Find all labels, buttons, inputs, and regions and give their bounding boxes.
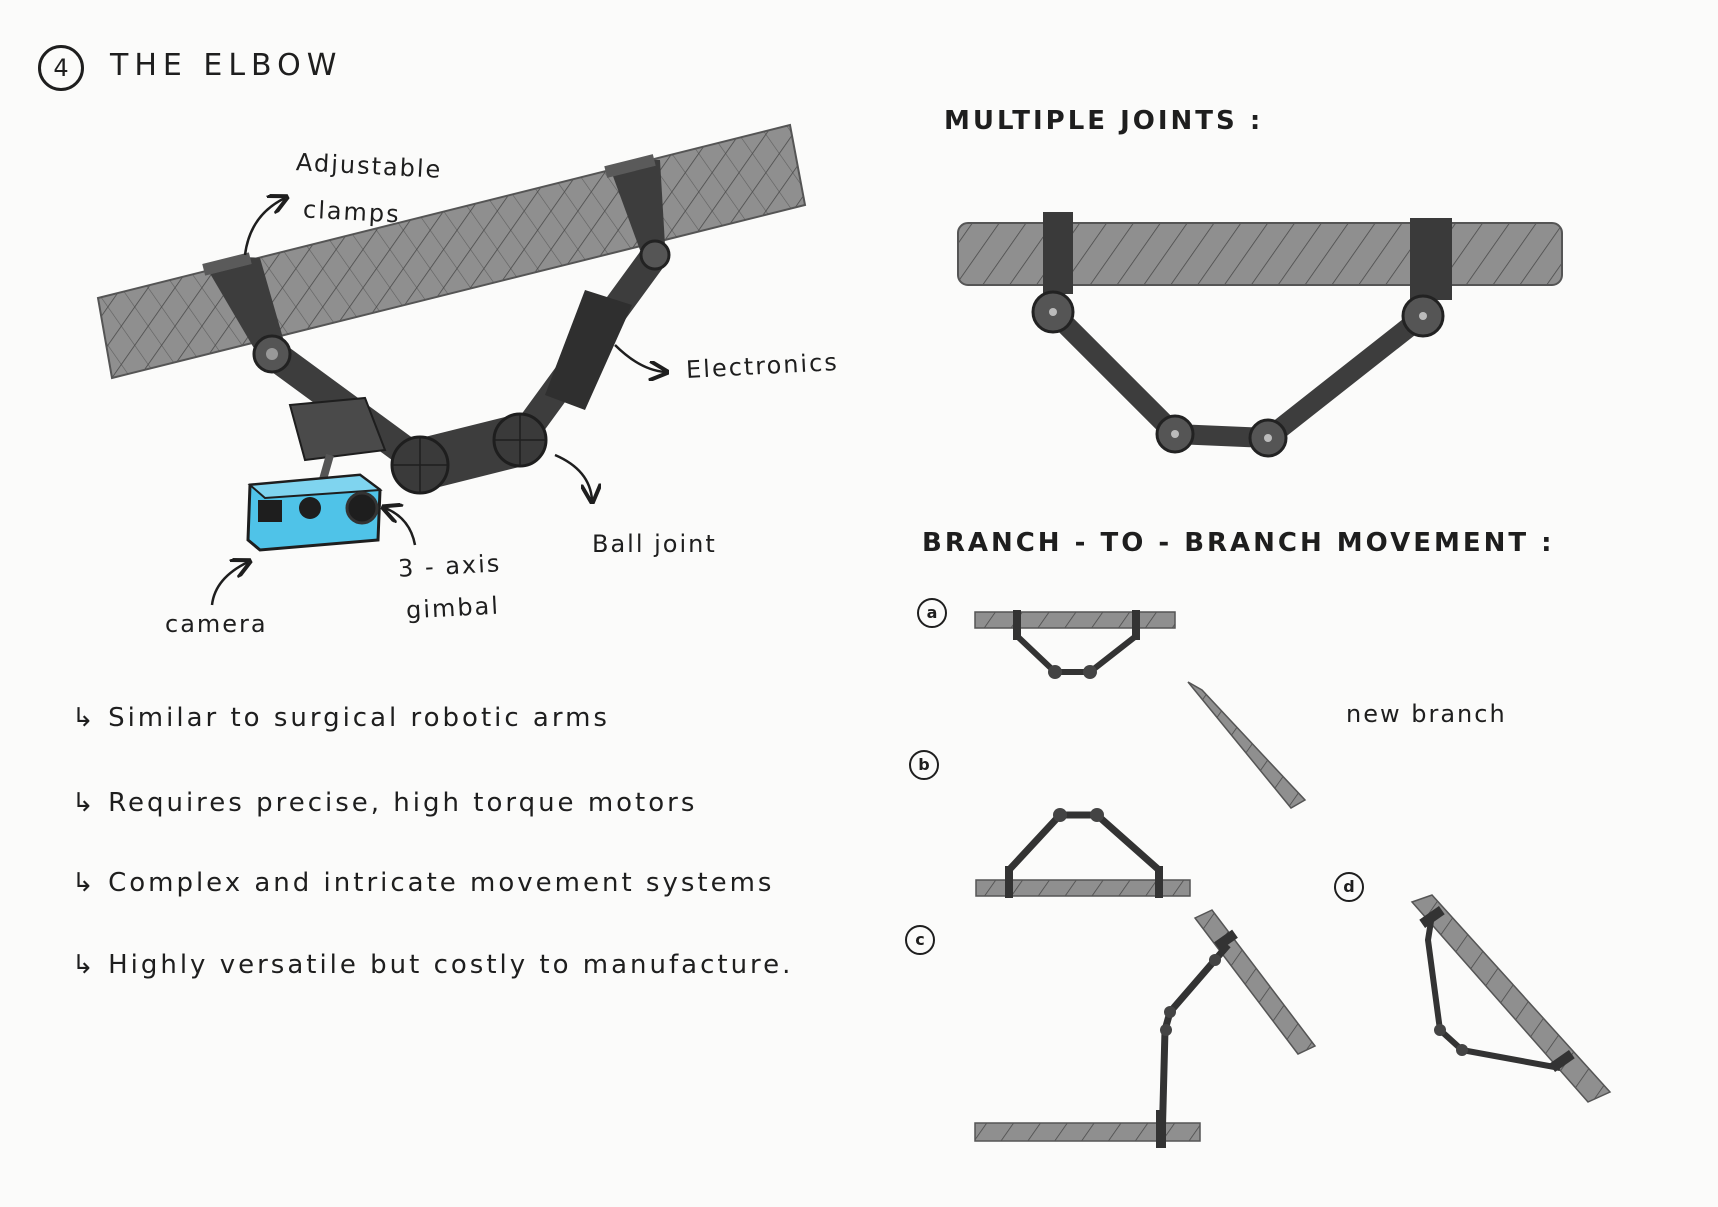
step-a-marker: a xyxy=(917,598,947,628)
new-branch-drawing xyxy=(1187,681,1307,809)
step-a-letter: a xyxy=(926,603,938,622)
camera-body xyxy=(246,473,383,552)
bullet-3-text: Complex and intricate movement systems xyxy=(108,868,775,898)
step-c-letter: c xyxy=(915,930,925,949)
step-b-letter: b xyxy=(918,755,930,774)
camera-lens xyxy=(345,491,379,525)
robot-arm xyxy=(252,239,671,495)
multiple-joints-arm xyxy=(1031,212,1452,458)
page-title: THE ELBOW xyxy=(110,48,343,83)
gimbal-mount xyxy=(288,396,387,462)
gimbal-label-line1: 3 - axis xyxy=(397,549,502,583)
step-b-drawing xyxy=(975,808,1191,898)
electronics-box xyxy=(545,290,632,410)
bullet-3: ↳ Complex and intricate movement systems xyxy=(72,868,775,898)
camera-arrow xyxy=(210,562,248,606)
section-number: 4 xyxy=(53,54,69,82)
step-c-drawing xyxy=(974,909,1317,1148)
gimbal-label-line2: gimbal xyxy=(405,591,501,625)
adjustable-clamp-right xyxy=(604,154,665,251)
step-d-drawing xyxy=(1410,894,1612,1103)
branch-to-branch-heading: BRANCH - TO - BRANCH MOVEMENT : xyxy=(922,528,1555,558)
bullet-2: ↳ Requires precise, high torque motors xyxy=(72,788,698,818)
clamps-arrow xyxy=(243,198,285,256)
step-d-letter: d xyxy=(1343,877,1355,896)
bullet-1-text: Similar to surgical robotic arms xyxy=(108,703,610,733)
adjustable-clamp-left xyxy=(202,252,285,351)
step-b-marker: b xyxy=(909,750,939,780)
multiple-joints-heading: MULTIPLE JOINTS : xyxy=(944,106,1264,136)
step-d-marker: d xyxy=(1334,872,1364,902)
electronics-arrow xyxy=(614,344,665,372)
camera-label: camera xyxy=(165,610,268,638)
bullet-1: ↳ Similar to surgical robotic arms xyxy=(72,703,610,733)
bullet-2-text: Requires precise, high torque motors xyxy=(108,788,698,818)
main-branch xyxy=(96,123,807,380)
ball-joint-arrow xyxy=(554,453,592,500)
bullet-4: ↳ Highly versatile but costly to manufac… xyxy=(72,950,794,980)
step-c-marker: c xyxy=(905,925,935,955)
new-branch-label: new branch xyxy=(1346,700,1507,728)
step-a-drawing xyxy=(974,610,1176,679)
bullet-4-text: Highly versatile but costly to manufactu… xyxy=(108,950,794,980)
ball-joint-label: Ball joint xyxy=(592,530,717,558)
section-number-circle: 4 xyxy=(38,45,84,91)
clamps-label-line2: clamps xyxy=(302,195,402,229)
gimbal-arrow xyxy=(385,508,417,546)
